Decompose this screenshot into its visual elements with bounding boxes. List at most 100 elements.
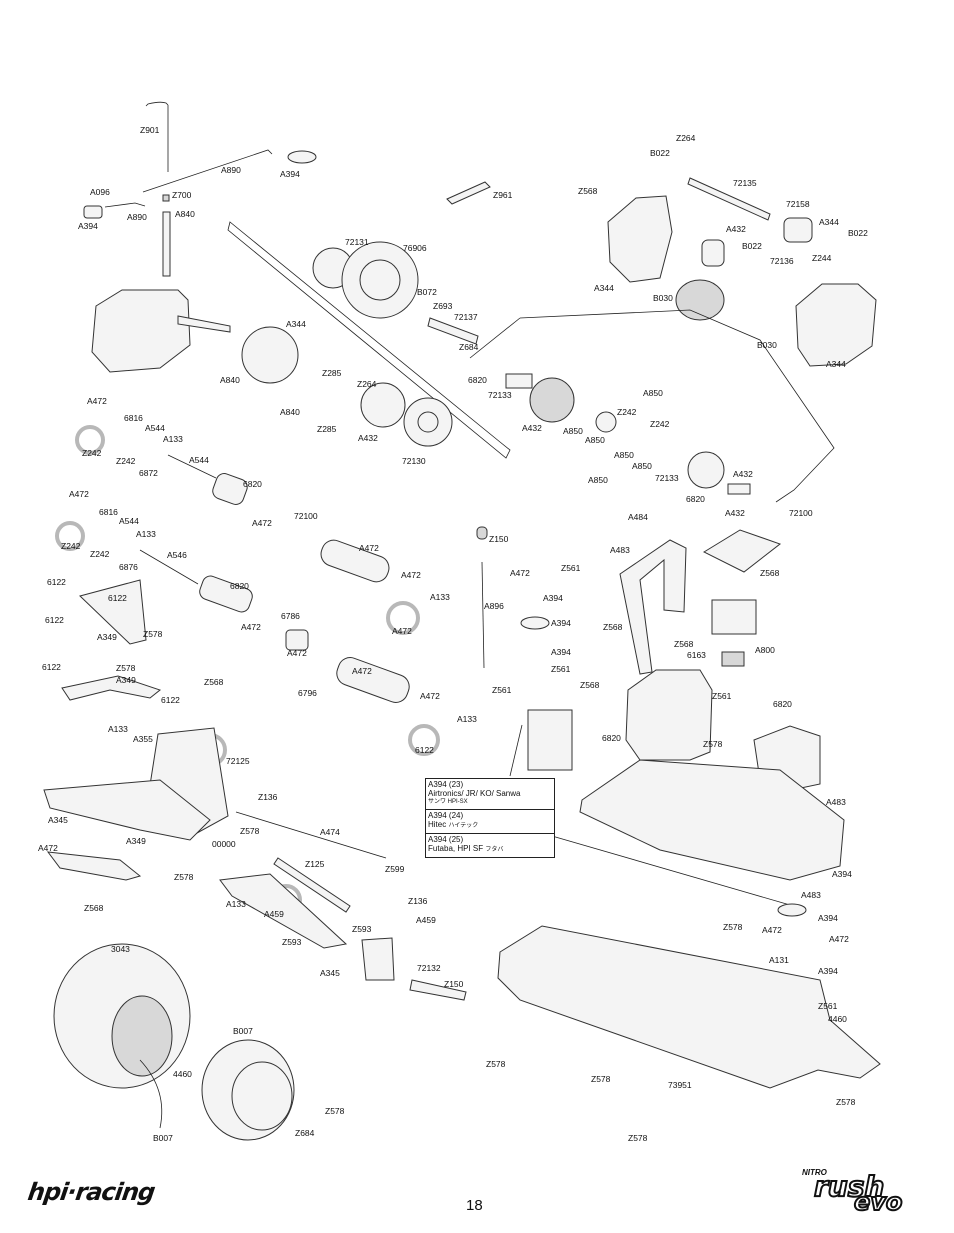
- part-label: Z285: [317, 424, 337, 434]
- part-label: 6163: [687, 650, 706, 660]
- part-label: 6816: [99, 507, 118, 517]
- part-label: Z578: [486, 1059, 506, 1069]
- part-label: Z242: [650, 419, 670, 429]
- part-label: A472: [420, 691, 440, 701]
- part-label: Z578: [116, 663, 136, 673]
- part-label: A544: [119, 516, 139, 526]
- part-label: Z264: [676, 133, 696, 143]
- part-label: A133: [430, 592, 450, 602]
- hpi-racing-logo: hpi·racing: [26, 1178, 157, 1206]
- part-label: A850: [632, 461, 652, 471]
- z901-wire: [145, 101, 169, 107]
- 72133-cup: [505, 373, 533, 389]
- part-label: Z561: [818, 1001, 838, 1011]
- part-label: 72136: [770, 256, 794, 266]
- part-label: A472: [69, 489, 89, 499]
- part-label: Z578: [143, 629, 163, 639]
- receiver: [711, 599, 757, 635]
- a472-spring-cup: [285, 629, 309, 651]
- part-label: Z568: [578, 186, 598, 196]
- part-label: A349: [126, 836, 146, 846]
- nitro-rush-evo-logo: NITRO rush evo: [800, 1168, 930, 1217]
- a544-shock-body: [212, 473, 248, 505]
- servo-note-sub: サンワ HPI-SX: [428, 799, 468, 805]
- part-label: A472: [762, 925, 782, 935]
- part-label: 72132: [417, 963, 441, 973]
- part-label: A472: [829, 934, 849, 944]
- a133-ring-3: [386, 601, 420, 635]
- part-label: Z578: [723, 922, 743, 932]
- part-label: Z599: [385, 864, 405, 874]
- part-label: Z244: [812, 253, 832, 263]
- part-label: 72130: [402, 456, 426, 466]
- part-label: A840: [280, 407, 300, 417]
- part-label: 6122: [45, 615, 64, 625]
- part-label: 72135: [733, 178, 757, 188]
- part-label: Z242: [82, 448, 102, 458]
- 00000-rod: [235, 811, 387, 859]
- part-label: Z285: [322, 368, 342, 378]
- part-label: A133: [457, 714, 477, 724]
- part-label: A344: [286, 319, 306, 329]
- 72135-shaft: [687, 177, 771, 221]
- part-label: A890: [221, 165, 241, 175]
- part-label: A890: [127, 212, 147, 222]
- a133-ring-4: [408, 724, 440, 756]
- part-label: A345: [48, 815, 68, 825]
- a474-link: [273, 857, 351, 913]
- part-label: Z568: [580, 680, 600, 690]
- part-label: Z684: [459, 342, 479, 352]
- 4460-leader-line: [139, 1059, 163, 1129]
- a349-bumper: [61, 675, 162, 701]
- a394-servo-horn: [520, 616, 550, 630]
- part-label: A394: [551, 647, 571, 657]
- a133-ring-2: [55, 521, 85, 551]
- part-label: A472: [352, 666, 372, 676]
- part-label: Z125: [305, 859, 325, 869]
- part-label: A459: [416, 915, 436, 925]
- part-label: A483: [610, 545, 630, 555]
- part-label: 6122: [42, 662, 61, 672]
- part-label: A472: [241, 622, 261, 632]
- part-label: B007: [233, 1026, 253, 1036]
- servo-note-line-1: [509, 724, 523, 777]
- part-label: Z593: [282, 937, 302, 947]
- part-label: A459: [264, 909, 284, 919]
- a840-shaft: [162, 211, 171, 277]
- part-label: A355: [133, 734, 153, 744]
- servo-note-row: A394 (23) Airtronics/ JR/ KO/ Sanwa サンワ …: [426, 779, 554, 810]
- part-label: A483: [801, 890, 821, 900]
- part-label: A432: [522, 423, 542, 433]
- a345-rear-arm-mount: [43, 779, 211, 841]
- slipper-group-outline: [227, 221, 511, 459]
- page-number: 18: [466, 1197, 483, 1214]
- 72130-pad-hole: [417, 411, 439, 433]
- part-label: Z578: [836, 1097, 856, 1107]
- part-label: 6122: [108, 593, 127, 603]
- a349-body-mount: [79, 579, 147, 645]
- part-label: A472: [401, 570, 421, 580]
- part-label: Z568: [204, 677, 224, 687]
- part-label: 6820: [773, 699, 792, 709]
- part-label: A133: [226, 899, 246, 909]
- part-label: 6796: [298, 688, 317, 698]
- part-label: Z578: [174, 872, 194, 882]
- part-label: A349: [97, 632, 117, 642]
- a344-clutch-disc: [241, 326, 299, 384]
- 6876-shock-shaft: [139, 549, 199, 585]
- z961-wrench: [446, 181, 491, 205]
- part-label: Z242: [116, 456, 136, 466]
- part-label: 6820: [468, 375, 487, 385]
- part-label: 72131: [345, 237, 369, 247]
- part-label: Z264: [357, 379, 377, 389]
- part-label: A484: [628, 512, 648, 522]
- a850-gear: [595, 411, 617, 433]
- z700-screw: [162, 194, 170, 202]
- part-label: A394: [832, 869, 852, 879]
- 72137-shaft: [427, 317, 479, 345]
- part-label: A394: [280, 169, 300, 179]
- servo-note-text: Futaba, HPI SF フタバ: [428, 844, 504, 853]
- part-label: Z684: [295, 1128, 315, 1138]
